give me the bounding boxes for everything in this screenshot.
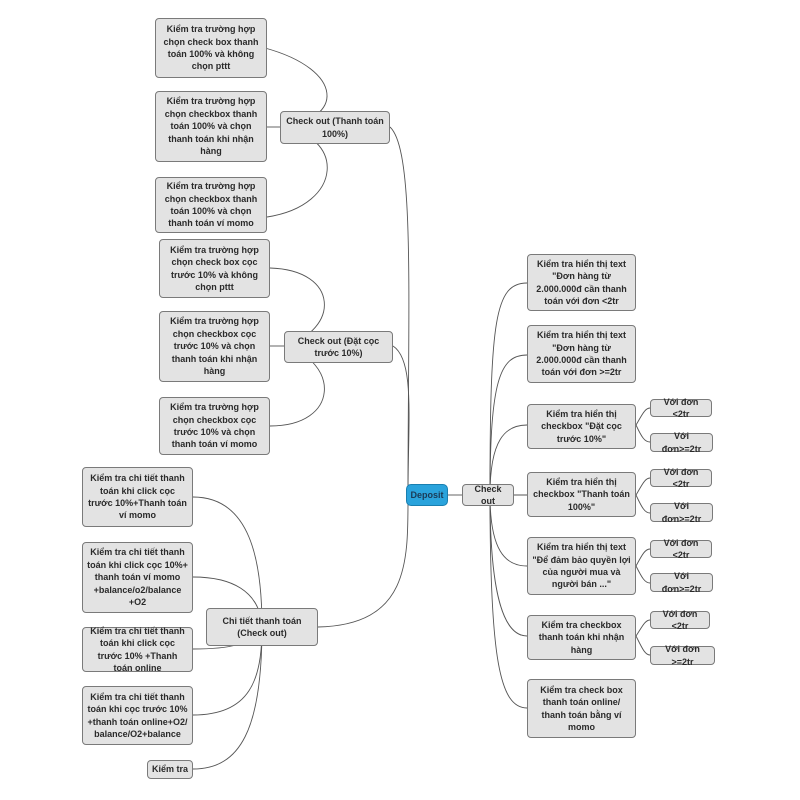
link-cond-6	[635, 565, 651, 584]
full-payment-case-3[interactable]: Kiểm tra trường hợp chọn checkbox thanh …	[155, 177, 267, 233]
link-detail-5	[192, 626, 263, 770]
deposit-case-3[interactable]: Kiểm tra trường hợp chọn checkbox cọc tr…	[159, 397, 270, 455]
link-co-2	[489, 354, 528, 496]
link-cond-5	[635, 548, 651, 567]
link-cond-8	[635, 635, 651, 656]
link-cond-7	[635, 619, 651, 637]
branch-check-out-full-payment[interactable]: Check out (Thanh toán 100%)	[280, 111, 390, 144]
link-cond-4	[635, 494, 651, 514]
condition-under-2tr[interactable]: Với đơn <2tr	[650, 538, 712, 560]
checkout-case-5[interactable]: Kiểm tra hiển thị text "Để đảm bảo quyền…	[527, 537, 636, 595]
root-node-deposit[interactable]: Deposit	[406, 484, 448, 506]
link-detail-1	[192, 496, 263, 628]
detail-case-4[interactable]: Kiểm tra chi tiết thanh toán khi cọc trư…	[82, 686, 193, 745]
condition-over-2tr[interactable]: Với đơn>=2tr	[650, 431, 713, 454]
condition-under-2tr[interactable]: Với đơn <2tr	[650, 467, 712, 489]
checkout-case-7[interactable]: Kiểm tra check box thanh toán online/ th…	[527, 679, 636, 738]
detail-case-1[interactable]: Kiểm tra chi tiết thanh toán khi click c…	[82, 467, 193, 527]
checkout-case-3[interactable]: Kiểm tra hiển thị checkbox "Đặt cọc trướ…	[527, 404, 636, 449]
checkout-case-4[interactable]: Kiểm tra hiển thị checkbox "Thanh toán 1…	[527, 472, 636, 517]
link-cond-1	[635, 407, 651, 426]
condition-under-2tr[interactable]: Với đơn <2tr	[650, 609, 710, 631]
full-payment-case-1[interactable]: Kiểm tra trường hợp chọn check box thanh…	[155, 18, 267, 78]
branch-check-out-deposit[interactable]: Check out (Đặt cọc trước 10%)	[284, 331, 393, 363]
link-cond-2	[635, 424, 651, 443]
condition-over-2tr[interactable]: Với đơn>=2tr	[650, 501, 713, 524]
link-co-1	[489, 282, 528, 496]
link-co-3	[489, 424, 528, 496]
deposit-case-2[interactable]: Kiểm tra trường hợp chọn checkbox cọc tr…	[159, 311, 270, 382]
condition-over-2tr[interactable]: Với đơn>=2tr	[650, 571, 713, 594]
checkout-case-2[interactable]: Kiểm tra hiển thị text "Đơn hàng từ 2.00…	[527, 325, 636, 383]
checkout-case-6[interactable]: Kiểm tra checkbox thanh toán khi nhận hà…	[527, 615, 636, 660]
detail-case-2[interactable]: Kiểm tra chi tiết thanh toán khi click c…	[82, 542, 193, 613]
deposit-case-1[interactable]: Kiểm tra trường hợp chọn check box cọc t…	[159, 239, 270, 298]
link-root-detail	[317, 494, 409, 628]
detail-case-5[interactable]: Kiểm tra	[147, 760, 193, 779]
link-co-6	[489, 494, 528, 637]
condition-under-2tr[interactable]: Với đơn <2tr	[650, 397, 712, 419]
link-root-deposit	[392, 345, 410, 496]
full-payment-case-2[interactable]: Kiểm tra trường hợp chọn checkbox thanh …	[155, 91, 267, 162]
link-co-7	[489, 494, 528, 709]
link-cond-3	[635, 477, 651, 496]
detail-case-3[interactable]: Kiểm tra chi tiết thanh toán khi click c…	[82, 626, 193, 673]
branch-check-out[interactable]: Check out	[462, 484, 514, 506]
condition-over-2tr[interactable]: Với đơn >=2tr	[650, 644, 715, 667]
branch-payment-detail[interactable]: Chi tiết thanh toán (Check out)	[206, 608, 318, 646]
link-root-full	[389, 126, 410, 496]
checkout-case-1[interactable]: Kiểm tra hiển thị text "Đơn hàng từ 2.00…	[527, 254, 636, 311]
